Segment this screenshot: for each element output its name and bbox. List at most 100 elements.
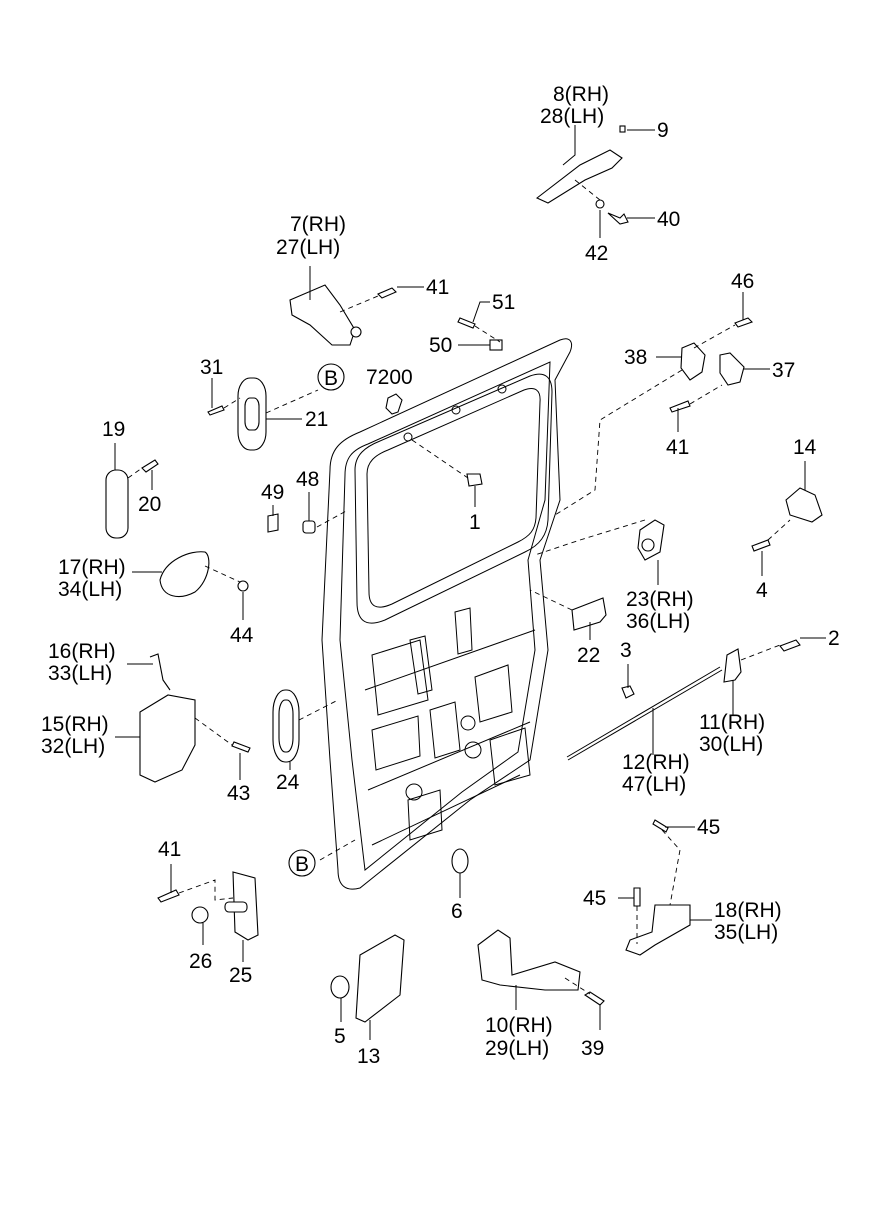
reference-marker-bottom: B: [288, 849, 316, 877]
callout-35-lh: 35(LH): [714, 921, 778, 944]
callout-50: 50: [429, 334, 452, 357]
callout-11-rh: 11(RH): [699, 711, 765, 734]
reference-marker-top: B: [317, 363, 345, 391]
plate-19-part: [105, 469, 129, 539]
bolt-46-part: [734, 317, 754, 328]
callout-47-lh: 47(LH): [622, 773, 686, 796]
callout-36-lh: 36(LH): [626, 610, 690, 633]
callout-10-rh: 10(RH): [485, 1014, 553, 1037]
plug-6-part: [451, 848, 469, 874]
shield-22-part: [571, 597, 607, 631]
callout-28-lh: 28(LH): [540, 105, 604, 128]
hinge-pin-part: [350, 326, 362, 338]
callout-13: 13: [357, 1045, 380, 1068]
door-inner-edge: [339, 361, 551, 871]
callout-43: 43: [227, 782, 250, 805]
pad-49-part: [267, 513, 279, 533]
door-outer-edge: [321, 338, 573, 890]
washer-42-part: [595, 199, 605, 209]
ref-b-label: B: [324, 367, 338, 390]
rod-12-part-2: [567, 669, 723, 761]
bolt-45b-part: [633, 887, 641, 907]
panel-hole: [451, 405, 461, 415]
callout-37: 37: [772, 359, 795, 382]
grommet-24-inner: [278, 699, 294, 753]
panel-rib: [371, 774, 521, 846]
callout-12-rh: 12(RH): [622, 751, 690, 774]
callout-15-rh: 15(RH): [41, 713, 109, 736]
callout-49: 49: [261, 481, 284, 504]
callout-8-rh: 8(RH): [553, 83, 609, 106]
bolt-40-part: [607, 212, 629, 225]
center-hinge-part: [289, 284, 356, 346]
screw-51-part: [457, 317, 476, 329]
screw-31-part: [207, 405, 225, 416]
guide-14-part: [785, 487, 823, 523]
ref-b-circle: [288, 849, 316, 877]
callout-19: 19: [102, 418, 125, 441]
callout-24: 24: [276, 771, 300, 794]
callout-7200: 7200: [366, 366, 413, 389]
panel-hole: [405, 783, 423, 801]
panel-cutout: [409, 635, 433, 695]
upper-hinge-part: [535, 149, 623, 204]
panel-hole: [460, 715, 476, 731]
callout-17-rh: 17(RH): [58, 556, 126, 579]
panel-hole: [497, 384, 507, 394]
callout-41-right: 41: [666, 436, 689, 459]
cap-26-part: [191, 906, 209, 924]
panel-cutout: [429, 701, 461, 759]
ref-b-circle: [317, 363, 345, 391]
callout-22: 22: [577, 644, 600, 667]
callout-38: 38: [624, 346, 647, 369]
callout-32-lh: 32(LH): [41, 735, 105, 758]
callout-20: 20: [138, 493, 161, 516]
label-7200-part: [385, 393, 403, 415]
callout-41-lower: 41: [158, 838, 181, 861]
bolt-41c-part: [157, 889, 180, 903]
callout-21: 21: [305, 408, 328, 431]
panel-cutout: [371, 639, 429, 716]
bolt-39-part: [583, 991, 605, 1006]
bolt-45a-part: [652, 819, 669, 833]
panel-cutout: [407, 789, 443, 841]
callout-1: 1: [469, 511, 481, 534]
bolt-41b-part: [669, 400, 691, 413]
callout-23-rh: 23(RH): [626, 588, 694, 611]
leader-lines: [114, 125, 826, 1040]
pin-9-part: [619, 125, 626, 133]
callout-9: 9: [657, 119, 669, 142]
clip-3-part: [621, 685, 635, 699]
lock-striker-38-part: [680, 342, 706, 381]
bolt-41a-part: [377, 287, 397, 299]
callout-30-lh: 30(LH): [699, 733, 763, 756]
lock-15-part: [139, 694, 196, 783]
lower-hinge-10-part: [477, 929, 581, 991]
callout-46: 46: [731, 270, 754, 293]
callout-14: 14: [793, 436, 817, 459]
callout-31: 31: [200, 356, 223, 379]
bolt-43-part: [231, 741, 251, 753]
panel-cutout: [489, 727, 531, 786]
window-frame-inner: [366, 388, 541, 608]
callout-3: 3: [620, 639, 632, 662]
seal-23-hole: [641, 538, 655, 552]
panel-rib: [367, 721, 531, 791]
cover-37-part: [719, 352, 745, 386]
callout-34-lh: 34(LH): [58, 578, 122, 601]
callout-2: 2: [828, 627, 840, 650]
callout-33-lh: 33(LH): [48, 662, 112, 685]
callout-48: 48: [296, 468, 319, 491]
lock-rod-16-part: [149, 653, 171, 691]
clip-50-part: [489, 339, 503, 351]
parts: [105, 125, 823, 1023]
seal-5-part: [330, 975, 350, 999]
striker-25-pin: [224, 901, 248, 913]
callout-25: 25: [229, 964, 252, 987]
panel-hole: [464, 741, 482, 759]
callout-7-rh: 7(RH): [290, 213, 346, 236]
bumper-48-part: [302, 520, 316, 534]
callout-39: 39: [581, 1037, 604, 1060]
callout-16-rh: 16(RH): [48, 640, 116, 663]
